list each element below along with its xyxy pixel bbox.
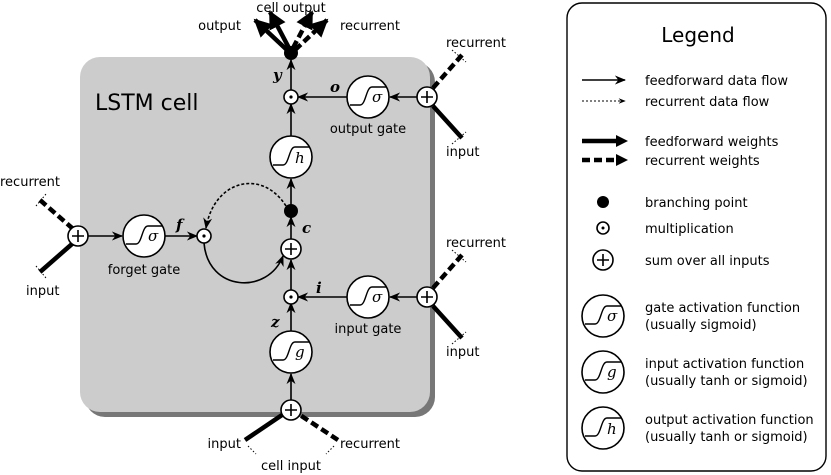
label-recurrent-output-gate: recurrent	[446, 36, 506, 51]
label-input-input-gate: input	[446, 345, 479, 360]
label-input-forget-gate: input	[26, 284, 59, 299]
legend-item: sum over all inputs	[645, 254, 770, 269]
label-recurrent-forget-gate: recurrent	[0, 175, 60, 190]
sum-icon	[592, 249, 614, 271]
label-output: output	[198, 19, 241, 34]
output-activation-h: h	[269, 135, 313, 179]
legend-item: recurrent weights	[645, 154, 760, 169]
weight-arrows	[35, 10, 467, 455]
output-gate-activation: σ	[346, 75, 390, 119]
gate-activation-icon: σ	[581, 294, 625, 338]
multiplication-forget	[196, 228, 212, 244]
label-recurrent-cell: recurrent	[340, 437, 400, 452]
sum-forget-gate	[67, 225, 89, 247]
multiplication-input	[283, 289, 299, 305]
svg-text:σ: σ	[607, 307, 618, 325]
sum-input-gate	[416, 286, 438, 308]
legend-item-sub: (usually tanh or sigmoid)	[645, 374, 808, 389]
svg-text:σ: σ	[372, 288, 383, 306]
connections	[88, 58, 417, 400]
label-input-cell: input	[208, 437, 241, 452]
svg-text:σ: σ	[148, 227, 159, 245]
label-forget-gate: forget gate	[108, 263, 180, 278]
var-f: f	[175, 216, 185, 234]
svg-text:g: g	[295, 343, 305, 361]
lstm-cell-box	[80, 57, 430, 412]
label-output-gate: output gate	[330, 122, 406, 137]
label-recurrent-top: recurrent	[340, 19, 400, 34]
sum-cell-input	[280, 399, 302, 421]
input-gate-activation: σ	[346, 275, 390, 319]
label-input-gate: input gate	[335, 322, 402, 337]
var-o: o	[330, 78, 340, 96]
legend-item: branching point	[645, 196, 748, 211]
var-z: z	[270, 313, 280, 331]
input-activation-g: g	[269, 330, 313, 374]
label-recurrent-input-gate: recurrent	[446, 236, 506, 251]
svg-text:h: h	[295, 149, 305, 167]
svg-text:σ: σ	[372, 88, 383, 106]
branching-point-output	[284, 46, 298, 60]
branching-point-icon	[597, 196, 609, 208]
legend-item: gate activation function	[645, 301, 800, 316]
sum-output-gate	[416, 86, 438, 108]
legend-item: feedforward data flow	[645, 74, 788, 89]
legend-title: Legend	[661, 23, 734, 47]
multiplication-icon	[596, 221, 610, 235]
sum-cell	[280, 238, 302, 260]
legend: Legend feedforward data flow recurrent d…	[566, 2, 827, 472]
legend-item: input activation function	[645, 357, 804, 372]
var-y: y	[272, 66, 283, 84]
legend-item: feedforward weights	[645, 135, 779, 150]
multiplication-output	[283, 89, 299, 105]
branching-point-c	[284, 204, 298, 218]
var-c: c	[302, 219, 311, 237]
legend-item-sub: (usually sigmoid)	[645, 318, 757, 333]
var-i: i	[316, 279, 322, 297]
svg-text:h: h	[607, 420, 617, 438]
forget-gate-activation: σ	[122, 214, 166, 258]
legend-item: output activation function	[645, 413, 814, 428]
legend-item-sub: (usually tanh or sigmoid)	[645, 430, 808, 445]
output-activation-icon: h	[581, 406, 625, 450]
label-cell-output: cell output	[256, 1, 325, 16]
legend-item: multiplication	[645, 222, 734, 237]
cell-title: LSTM cell	[95, 91, 199, 116]
label-input-output-gate: input	[446, 145, 479, 160]
legend-item: recurrent data flow	[645, 95, 770, 110]
label-cell-input: cell input	[261, 459, 321, 474]
svg-text:g: g	[607, 363, 617, 381]
input-activation-icon: g	[581, 350, 625, 394]
